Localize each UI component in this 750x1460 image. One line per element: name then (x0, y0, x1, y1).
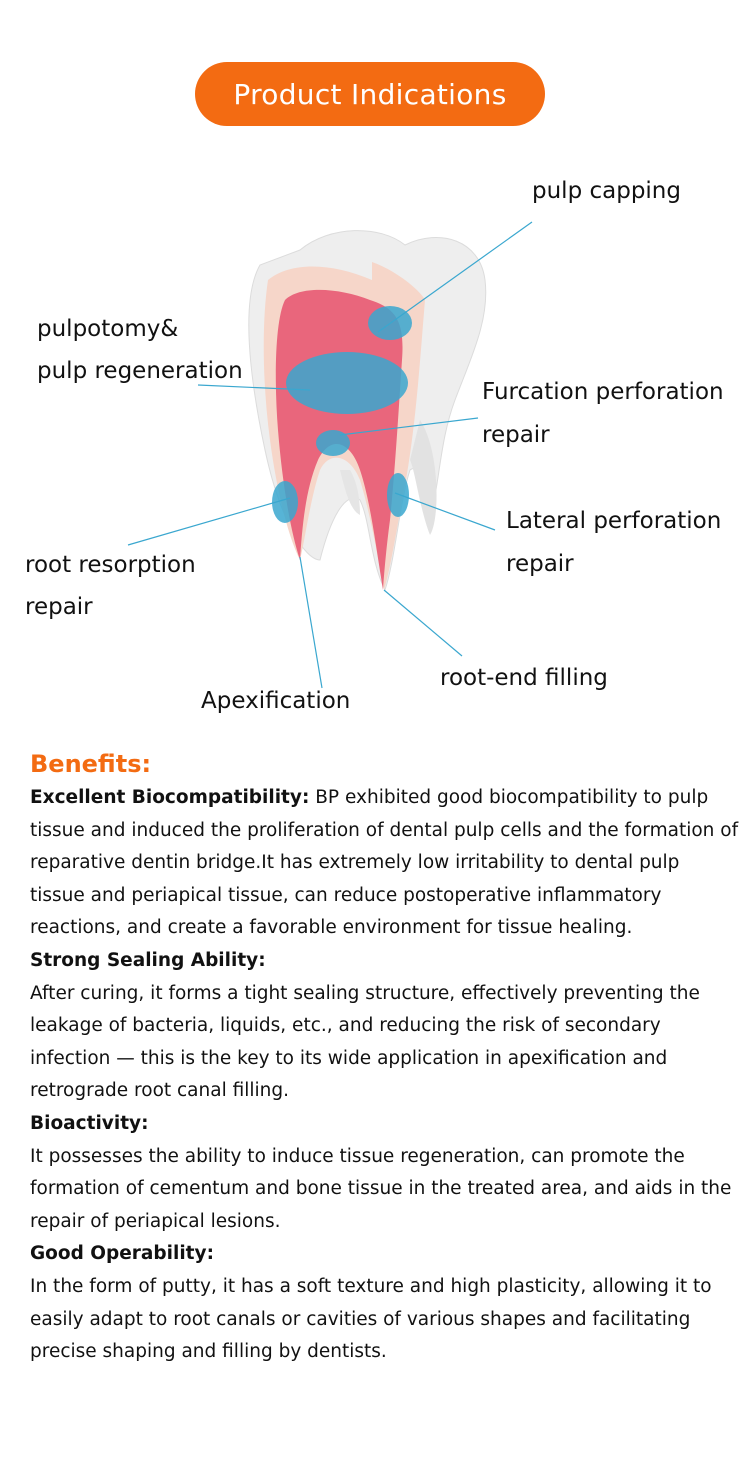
leader-resorption (127, 497, 291, 546)
label-root-end: root-end filling (440, 665, 608, 691)
product-indications-banner: Product Indications (195, 62, 545, 126)
leader-root-end (383, 589, 463, 657)
benefit-text: It possesses the ability to induce tissu… (30, 1145, 732, 1232)
tooth-illustration (127, 221, 533, 689)
benefits-heading: Benefits: (30, 750, 152, 778)
leader-pulpotomy (197, 384, 311, 391)
label-furcation-1: Furcation perforation (482, 379, 724, 405)
leader-furcation (339, 417, 479, 436)
leader-apexification (299, 556, 323, 689)
marker-furcation (316, 430, 350, 456)
tooth-diagram: pulp capping pulpotomy& pulp regeneratio… (0, 140, 750, 740)
benefit-biocompatibility: Excellent Biocompatibility: BP exhibited… (30, 782, 740, 945)
marker-pulpotomy (286, 352, 408, 414)
benefit-title: Excellent Biocompatibility: (30, 787, 310, 808)
label-pulp-capping: pulp capping (532, 178, 681, 204)
benefits-section: Benefits: Excellent Biocompatibility: BP… (30, 750, 740, 1369)
leader-lateral (394, 492, 496, 531)
label-lateral-2: repair (506, 551, 574, 577)
label-furcation-2: repair (482, 422, 550, 448)
label-pulpotomy-2: pulp regeneration (37, 358, 243, 384)
label-resorption-2: repair (25, 594, 93, 620)
label-pulpotomy-1: pulpotomy& (37, 316, 179, 342)
benefit-text: BP exhibited good biocompatibility to pu… (30, 787, 739, 939)
tooth-back-root-2 (340, 470, 360, 515)
label-apexification: Apexification (201, 688, 351, 714)
leader-pulp-capping (377, 221, 533, 333)
benefit-title: Good Operability: (30, 1243, 214, 1265)
benefit-text: After curing, it forms a tight sealing s… (30, 982, 700, 1102)
benefit-title: Strong Sealing Ability: (30, 949, 266, 971)
benefit-text: In the form of putty, it has a soft text… (30, 1275, 712, 1363)
marker-resorption (272, 481, 298, 523)
benefit-title: Bioactivity: (30, 1112, 149, 1134)
marker-lateral (387, 473, 409, 517)
label-lateral-1: Lateral perforation (506, 508, 722, 534)
label-resorption-1: root resorption (25, 552, 196, 578)
